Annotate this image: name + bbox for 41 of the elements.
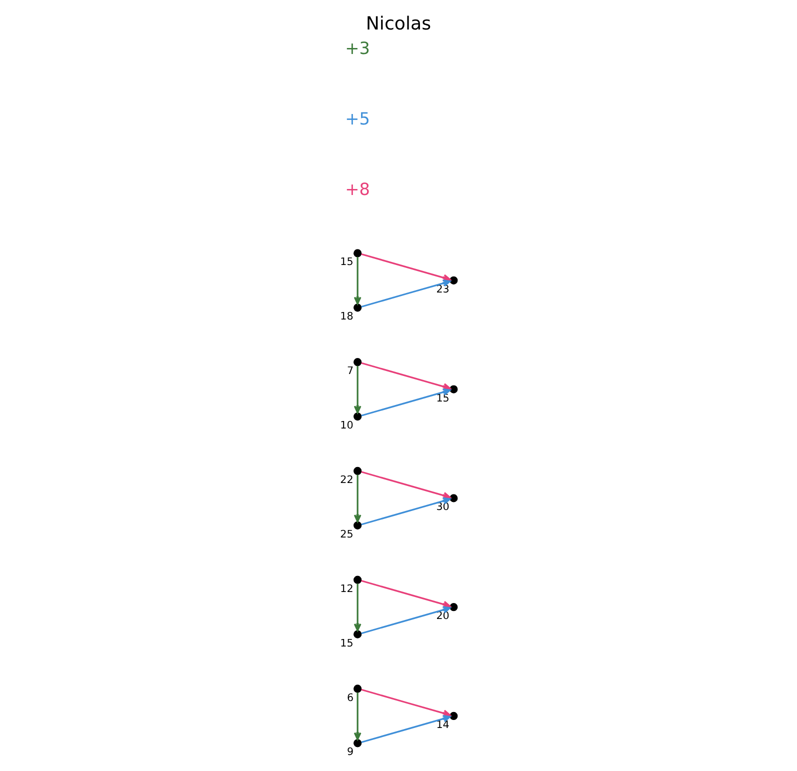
arrow — [361, 715, 451, 744]
legend-label: +8 — [345, 179, 370, 200]
node-label: 9 — [346, 746, 354, 758]
node-circle — [354, 466, 362, 476]
arrow — [354, 692, 362, 740]
node-circle — [354, 249, 362, 258]
node-circle — [354, 739, 362, 748]
arrow — [361, 279, 451, 308]
node-circle — [450, 603, 458, 612]
arrow — [361, 606, 451, 634]
arrow — [361, 388, 451, 416]
node-label: 7 — [346, 365, 354, 378]
node-label: 12 — [340, 582, 354, 595]
arrow — [354, 256, 362, 305]
node-circle — [354, 304, 362, 312]
node-circle — [450, 276, 458, 284]
node-label: 18 — [340, 310, 354, 323]
node-label: 15 — [340, 256, 354, 268]
node-label: 10 — [340, 420, 354, 432]
node-circle — [354, 412, 362, 421]
node-circle — [354, 684, 362, 693]
node-circle — [450, 494, 458, 502]
arrow — [354, 474, 362, 522]
node-circle — [354, 630, 362, 638]
node-label: 15 — [340, 637, 354, 650]
arrow — [354, 584, 362, 632]
node-label: 22 — [340, 474, 354, 486]
node-label: 6 — [346, 692, 354, 704]
arrow — [354, 366, 362, 414]
node-circle — [354, 521, 362, 530]
legend-label: +3 — [345, 38, 370, 58]
arrow — [361, 497, 451, 526]
node-circle — [354, 576, 362, 584]
node-label: 25 — [340, 528, 354, 540]
legend-label: +5 — [345, 108, 370, 128]
node-circle — [450, 712, 458, 720]
node-circle — [354, 358, 362, 366]
diagram-title: Nicolas — [366, 14, 432, 35]
node-label: 15 — [436, 392, 450, 404]
node-circle — [450, 385, 458, 394]
node-label: 14 — [436, 718, 450, 731]
